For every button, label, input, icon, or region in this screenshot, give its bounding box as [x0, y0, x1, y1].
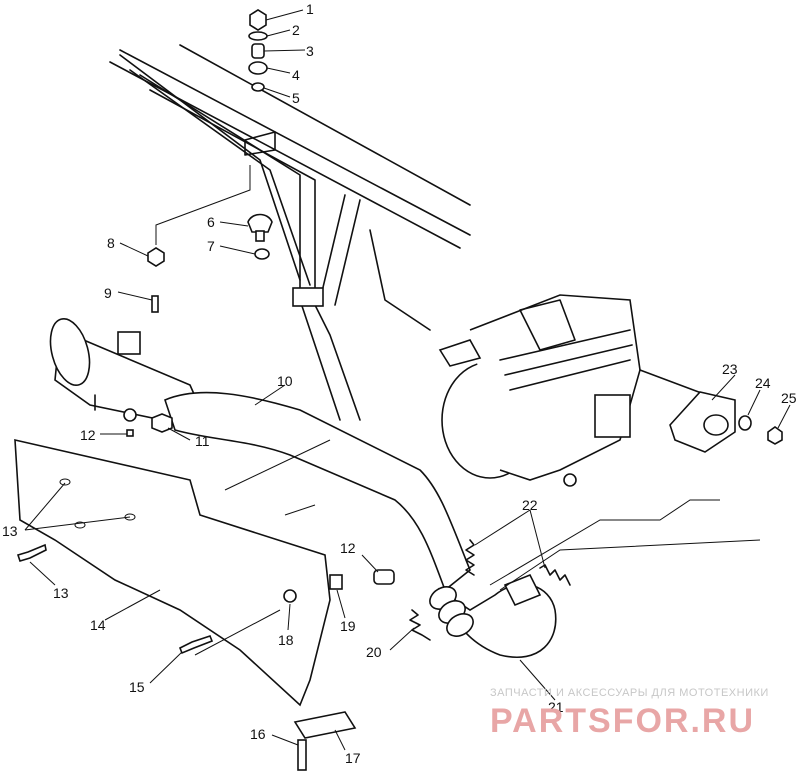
- callout-4: 4: [292, 67, 300, 83]
- callout-12b: 12: [340, 540, 356, 556]
- callout-14: 14: [90, 617, 106, 633]
- callout-19: 19: [340, 618, 356, 634]
- callout-8: 8: [107, 235, 115, 251]
- hardware-stack: [16, 9, 395, 771]
- callout-7: 7: [207, 238, 215, 254]
- callout-18: 18: [278, 632, 294, 648]
- frame: [109, 44, 471, 421]
- callout-2: 2: [292, 22, 300, 38]
- muffler: [49, 318, 471, 592]
- callout-17: 17: [345, 750, 361, 766]
- head-pipe: [429, 573, 557, 658]
- leaders: [24, 9, 791, 751]
- callout-labels: 1 2 3 4 5 6 7 8 9 10 11 12 12 13 13 14 1…: [2, 1, 797, 766]
- callout-10: 10: [277, 373, 293, 389]
- callout-9: 9: [104, 285, 112, 301]
- engine: [438, 294, 721, 487]
- callout-20: 20: [366, 644, 382, 660]
- callout-12a: 12: [80, 427, 96, 443]
- callout-1: 1: [306, 1, 314, 17]
- watermark: ЗАПЧАСТИ И АКСЕССУАРЫ ДЛЯ МОТОТЕХНИКИ PA…: [490, 687, 769, 740]
- callout-21: 21: [548, 699, 564, 715]
- callout-13b: 13: [53, 585, 69, 601]
- callout-11: 11: [195, 433, 210, 449]
- callout-15: 15: [129, 679, 145, 695]
- callout-23: 23: [722, 361, 738, 377]
- watermark-tagline: ЗАПЧАСТИ И АКСЕССУАРЫ ДЛЯ МОТОТЕХНИКИ: [490, 687, 769, 699]
- callout-16: 16: [250, 726, 266, 742]
- watermark-brand: PARTSFOR.RU: [490, 702, 755, 740]
- callout-5: 5: [292, 90, 300, 106]
- callout-6: 6: [207, 214, 215, 230]
- callout-24: 24: [755, 375, 771, 391]
- springs: [409, 539, 571, 641]
- assembly-lines: [155, 165, 761, 656]
- callout-22: 22: [522, 497, 538, 513]
- callout-25: 25: [781, 390, 797, 406]
- heat-shield: [14, 438, 331, 707]
- callout-13a: 13: [2, 523, 18, 539]
- callout-3: 3: [306, 43, 314, 59]
- flange-group: [669, 391, 783, 453]
